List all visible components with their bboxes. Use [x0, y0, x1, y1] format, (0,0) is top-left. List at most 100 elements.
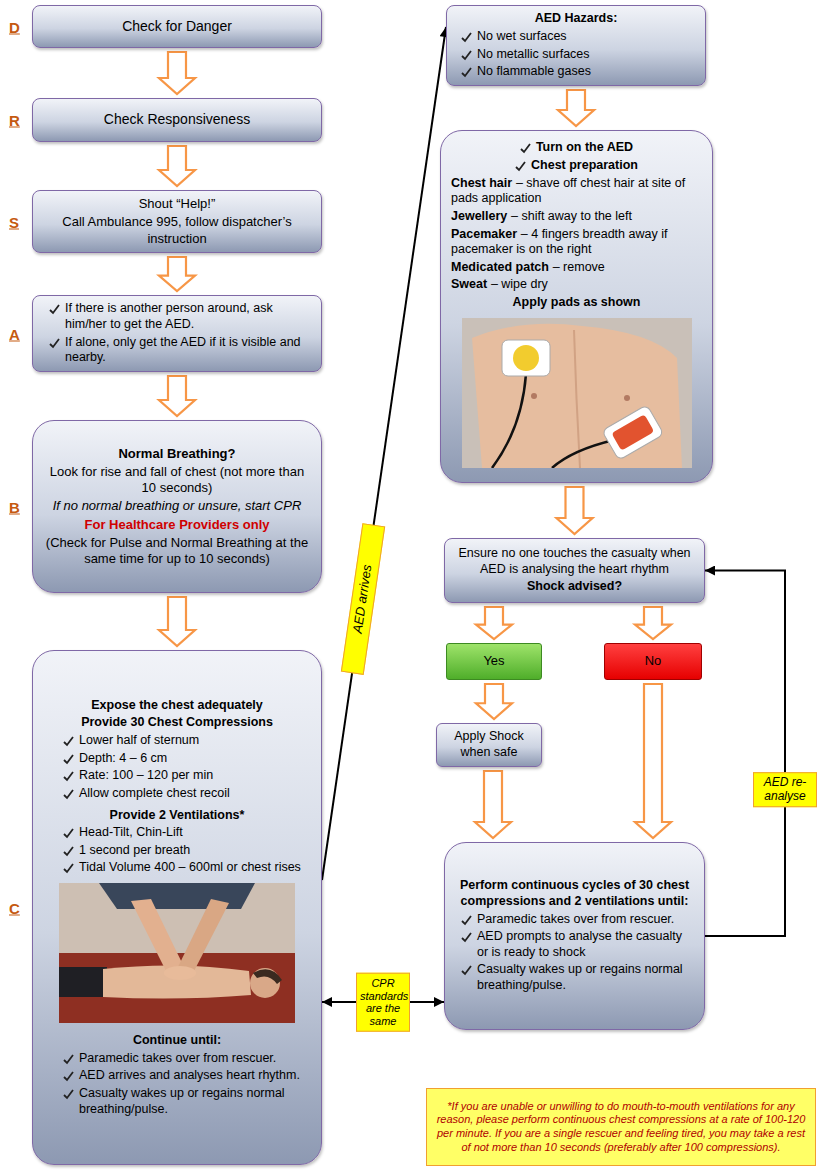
text-row: Turn on the AED	[451, 140, 702, 156]
box-heading: AED Hazards:	[535, 11, 618, 25]
text-row: Provide 2 Ventilations*	[43, 808, 311, 824]
step-box: Expose the chest adequatelyProvide 30 Ch…	[32, 650, 322, 1165]
text-row: Lower half of sternum	[43, 733, 311, 749]
step-box: AED Hazards:No wet surfacesNo metallic s…	[446, 5, 706, 86]
text-row: Casualty wakes up or regains normal brea…	[455, 962, 694, 993]
text-row: No wet surfaces	[457, 29, 695, 45]
box-heading: Normal Breathing?	[118, 446, 235, 461]
block-arrow	[476, 684, 512, 719]
box-text: Yes	[483, 653, 504, 668]
footnote-box: *If you are unable or unwilling to do mo…	[426, 1088, 816, 1166]
box-text: If there is another person around, ask h…	[65, 301, 311, 332]
check-mark-stroke	[462, 33, 471, 41]
box-text: Chest preparation	[531, 158, 638, 174]
block-arrow	[635, 684, 671, 838]
text-row: Casualty wakes up or regains normal brea…	[43, 1086, 311, 1117]
box-text: Paramedic takes over from rescuer.	[79, 1051, 311, 1067]
box-text: – wipe dry	[491, 277, 548, 291]
check-mark-stroke	[64, 1072, 73, 1080]
check-mark-stroke	[64, 1090, 73, 1098]
text-row: No flammable gases	[457, 64, 695, 80]
text-row: Allow complete chest recoil	[43, 786, 311, 802]
check-mark	[49, 338, 60, 349]
decision-box: Ensure no one touches the casualty when …	[444, 538, 705, 603]
text-row	[451, 318, 702, 468]
box-text: Sweat	[451, 277, 487, 291]
step-box: Check for Danger	[32, 5, 322, 48]
step-letter: R	[9, 112, 20, 129]
text-row: No	[609, 653, 697, 669]
check-mark-stroke	[521, 144, 530, 152]
box-text: 1 second per breath	[79, 843, 311, 859]
check-mark	[461, 965, 472, 976]
box-text: Casualty wakes up or regains normal brea…	[79, 1086, 311, 1117]
text-row: (Check for Pulse and Normal Breathing at…	[45, 535, 309, 568]
edge-label: CPR standards are the same	[356, 973, 410, 1032]
text-row: Look for rise and fall of chest (not mor…	[45, 464, 309, 497]
text-row: Apply pads as shown	[451, 295, 702, 311]
step-letter: D	[9, 18, 20, 35]
yes-box: Yes	[446, 643, 542, 680]
block-arrow	[557, 487, 593, 534]
check-mark	[49, 304, 60, 315]
check-mark-stroke	[64, 755, 73, 763]
check-mark-stroke	[64, 864, 73, 872]
box-heading: Perform continuous cycles of 30 chest co…	[460, 878, 689, 908]
step-letter: B	[9, 498, 20, 515]
text-row: Expose the chest adequately	[43, 698, 311, 714]
box-text: Check Responsiveness	[104, 111, 250, 127]
text-row: Chest preparation	[451, 158, 702, 174]
photo-wall	[59, 883, 295, 1023]
check-mark-stroke	[462, 966, 471, 974]
check-mark	[63, 789, 74, 800]
check-mark-stroke	[50, 305, 59, 313]
no-box: No	[604, 643, 702, 680]
check-mark	[461, 67, 472, 78]
text-row: If no normal breathing or unsure, start …	[45, 498, 309, 514]
casualty-torso	[103, 966, 251, 999]
check-mark	[63, 846, 74, 857]
box-text: Check for Danger	[122, 18, 232, 34]
aed-pad-centre	[513, 345, 539, 371]
check-mark-stroke	[64, 790, 73, 798]
step-box: Apply Shock when safe	[436, 723, 542, 767]
step-box: Shout “Help!”Call Ambulance 995, follow …	[32, 190, 322, 253]
check-mark-stroke	[64, 737, 73, 745]
box-text: AED prompts to analyse the casualty or i…	[477, 929, 694, 960]
text-row: Apply Shock when safe	[443, 729, 535, 760]
box-text: Chest hair	[451, 176, 512, 190]
block-arrow	[476, 607, 512, 639]
block-arrow	[159, 376, 195, 416]
text-row: Depth: 4 – 6 cm	[43, 751, 311, 767]
rescuer-hands	[164, 966, 196, 980]
chest-skin	[472, 323, 682, 467]
step-box: If there is another person around, ask h…	[32, 295, 322, 372]
check-mark-stroke	[64, 1055, 73, 1063]
aed-pad	[601, 404, 663, 459]
box-text: If alone, only get the AED if it is visi…	[65, 335, 311, 366]
nipple	[531, 393, 537, 399]
check-mark-stroke	[50, 339, 59, 347]
check-mark	[63, 736, 74, 747]
check-mark-stroke	[462, 916, 471, 924]
step-box: Perform continuous cycles of 30 chest co…	[444, 842, 705, 1030]
box-heading: Provide 30 Chest Compressions	[81, 715, 273, 729]
aed-photo	[462, 318, 692, 468]
check-mark-stroke	[516, 162, 525, 170]
text-row	[43, 883, 311, 1023]
check-mark	[515, 161, 526, 172]
box-heading: Expose the chest adequately	[91, 698, 263, 712]
text-row: If alone, only get the AED if it is visi…	[43, 335, 311, 366]
text-row: Tidal Volume 400 – 600ml or chest rises	[43, 860, 311, 876]
box-heading: Apply pads as shown	[513, 295, 641, 309]
box-text: For Healthcare Providers only	[85, 517, 270, 532]
check-mark	[520, 143, 531, 154]
box-text: Apply Shock when safe	[454, 729, 523, 759]
check-mark	[63, 754, 74, 765]
check-mark	[63, 1071, 74, 1082]
check-mark	[461, 50, 472, 61]
check-mark-stroke	[64, 772, 73, 780]
block-arrow	[475, 771, 511, 838]
aed-pad-group	[601, 404, 663, 459]
